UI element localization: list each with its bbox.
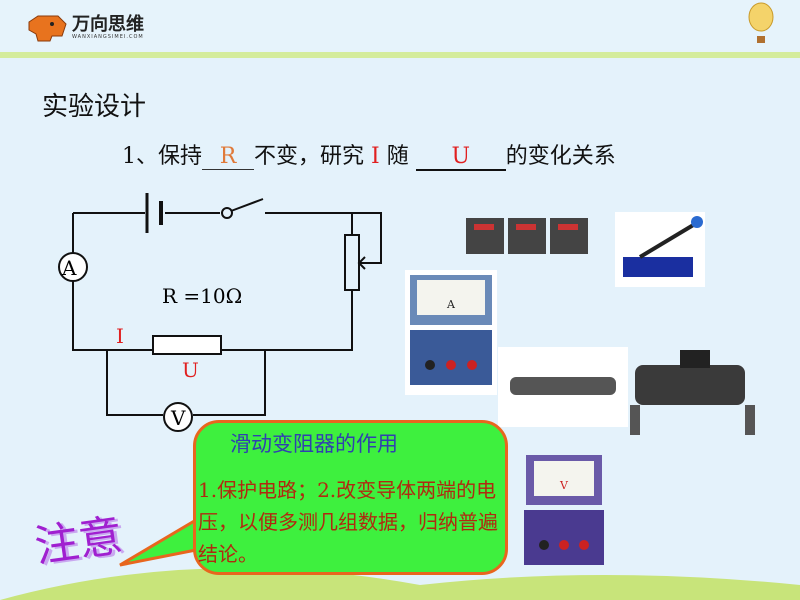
bubble-body: 1.保护电路；2.改变导体两端的电压，以便多测几组数据，归纳普遍结论。 bbox=[198, 478, 498, 566]
voltmeter bbox=[163, 402, 193, 432]
rheostat-image bbox=[630, 350, 755, 435]
voltmeter-wires bbox=[106, 350, 266, 416]
speech-bubble bbox=[193, 420, 508, 575]
landscape-decoration bbox=[0, 568, 800, 600]
variable-current: I bbox=[371, 144, 380, 169]
bubble-title: 滑动变阻器的作用 bbox=[230, 432, 398, 456]
statement-suffix: 的变化关系 bbox=[505, 144, 616, 169]
svg-text:V: V bbox=[559, 479, 569, 492]
circuit-diagram bbox=[58, 193, 382, 432]
logo-subtitle: WANXIANGSIMEI.COM bbox=[72, 34, 144, 40]
slide-rheostat-image bbox=[498, 347, 628, 427]
statement-mid2: 随 bbox=[386, 144, 409, 169]
rheostat-slider bbox=[352, 212, 382, 270]
resistor-label: R =10Ω bbox=[162, 284, 243, 308]
logo-name: 万向思维 bbox=[72, 14, 144, 35]
current-label: I bbox=[116, 324, 124, 348]
ammeter bbox=[58, 252, 88, 282]
statement-prefix: 1、保持 bbox=[122, 144, 202, 169]
header-divider bbox=[0, 52, 800, 58]
voltmeter-image: V bbox=[524, 455, 604, 565]
rheostat bbox=[344, 234, 360, 291]
ammeter-image: A bbox=[405, 270, 497, 395]
blank-constant: R bbox=[202, 144, 254, 170]
elephant-logo-icon bbox=[28, 15, 67, 42]
statement-mid: 不变，研究 bbox=[254, 144, 365, 169]
note-label: 注意 bbox=[31, 510, 126, 573]
circuit-wires bbox=[72, 212, 353, 351]
switch-lever bbox=[230, 198, 264, 212]
resistor bbox=[152, 335, 222, 355]
header-band bbox=[0, 0, 800, 52]
resistors-image bbox=[466, 218, 588, 254]
blank-variable: U bbox=[415, 144, 506, 171]
ammeter-label: A bbox=[62, 256, 77, 280]
svg-text:A: A bbox=[446, 298, 456, 311]
voltmeter-label: V bbox=[171, 406, 186, 430]
voltage-label: U bbox=[182, 358, 199, 382]
section-title: 实验设计 bbox=[42, 92, 147, 122]
switch-image bbox=[615, 212, 705, 287]
switch-pivot bbox=[221, 207, 233, 219]
hot-air-balloon-icon bbox=[748, 2, 774, 43]
